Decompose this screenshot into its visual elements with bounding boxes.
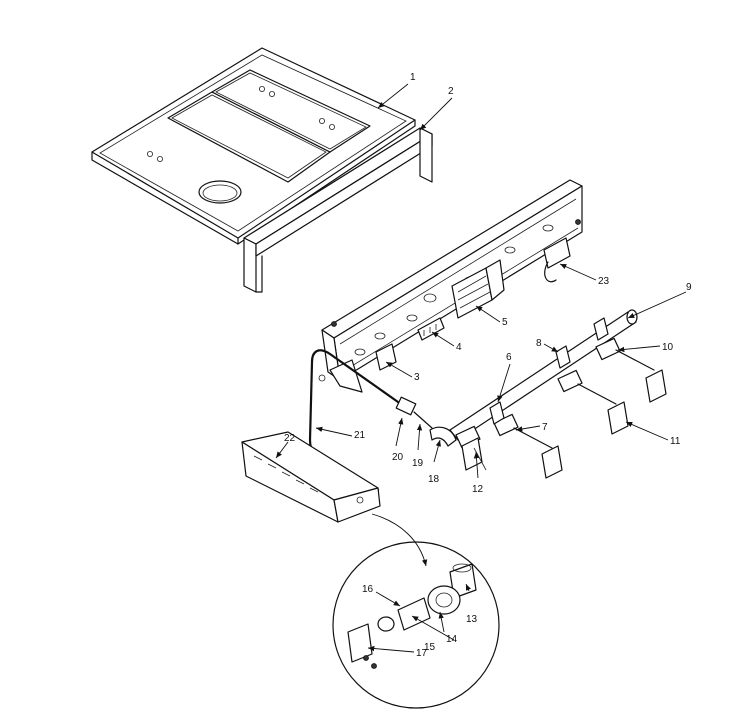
callout-17: 17 xyxy=(416,648,428,659)
callout-9: 9 xyxy=(686,282,692,293)
detail-arrow xyxy=(371,513,428,567)
callout-12: 12 xyxy=(472,484,484,495)
detail-view xyxy=(332,541,500,709)
callout-4: 4 xyxy=(456,342,462,353)
callout-5: 5 xyxy=(502,317,508,328)
callout-20: 20 xyxy=(392,452,404,463)
control-panel xyxy=(318,179,583,393)
callout-8: 8 xyxy=(536,338,542,349)
valve-front-left xyxy=(455,425,487,471)
callout-11: 11 xyxy=(670,436,681,447)
ignition-module xyxy=(451,259,505,319)
callout-10: 10 xyxy=(662,342,674,353)
callout-14: 14 xyxy=(446,634,458,645)
callout-16: 16 xyxy=(362,584,374,595)
callout-3: 3 xyxy=(414,372,420,383)
callout-1: 1 xyxy=(410,72,416,83)
callout-7: 7 xyxy=(542,422,548,433)
callout-18: 18 xyxy=(428,474,440,485)
callout-15: 15 xyxy=(424,642,436,653)
callout-13: 13 xyxy=(466,614,478,625)
callout-19: 19 xyxy=(412,458,424,469)
valve-front-right xyxy=(557,369,629,435)
callout-6: 6 xyxy=(506,352,512,363)
switch xyxy=(543,237,571,283)
valve-rear-left xyxy=(493,413,563,479)
callout-labels: 1 2 3 4 5 6 7 8 9 10 11 12 13 14 15 16 1… xyxy=(284,72,692,659)
callout-21: 21 xyxy=(354,430,366,441)
callout-23: 23 xyxy=(598,276,610,287)
callout-22: 22 xyxy=(284,433,296,444)
manifold-pipe xyxy=(449,309,638,441)
leader-lines xyxy=(275,83,687,653)
valve-rear-right xyxy=(595,337,667,403)
burner-valves xyxy=(455,317,667,479)
pipe-fittings xyxy=(395,396,457,447)
front-rail xyxy=(243,127,433,293)
callout-2: 2 xyxy=(448,86,454,97)
cooktop-panel xyxy=(91,47,416,245)
burner-tray xyxy=(241,431,381,523)
